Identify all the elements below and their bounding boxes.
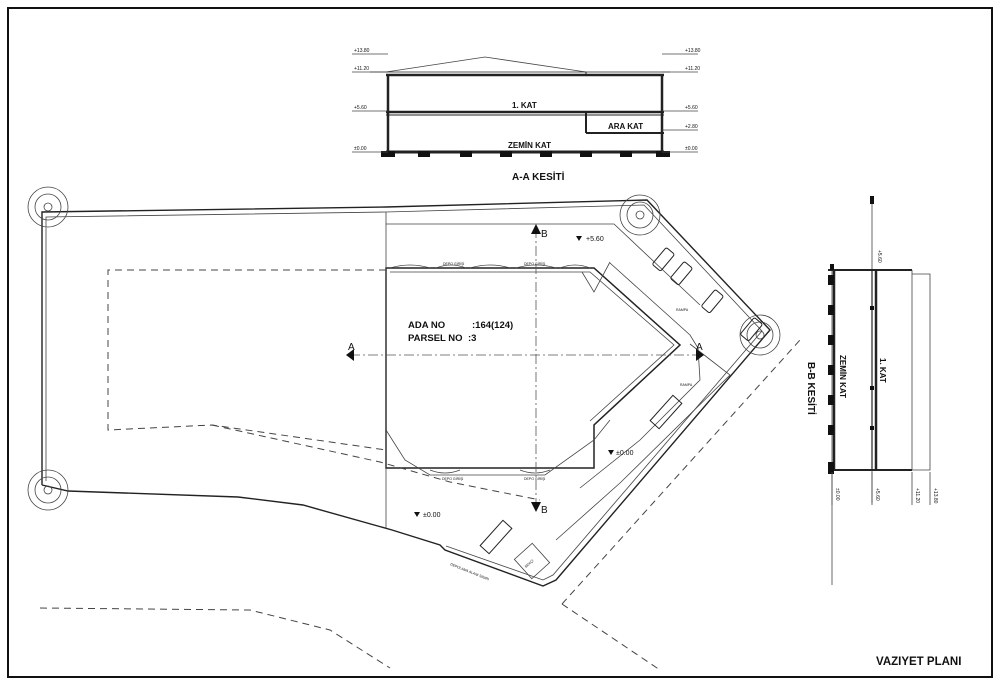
ramp-label: RAMPA <box>680 383 693 387</box>
aa-level-mezz-right: +2.80 <box>685 124 698 130</box>
aa-first-floor-label: 1. KAT <box>512 101 537 110</box>
parsel-no-value: :3 <box>468 333 476 344</box>
ada-no-value: :164(124) <box>472 320 513 331</box>
tree-icon <box>27 186 69 228</box>
section-mark-a-right: A <box>696 342 703 353</box>
aa-level-first-right: +5.60 <box>685 105 698 111</box>
elevation-lower-left: ±0.00 <box>423 512 441 519</box>
section-mark-b-bottom: B <box>541 505 548 516</box>
bb-section-title: B-B KESİTİ <box>805 362 818 415</box>
ada-no-label: ADA NO <box>408 320 445 331</box>
aa-section-title: A-A KESİTİ <box>512 170 565 183</box>
booth-label: BEKÇİ <box>523 558 534 569</box>
aa-level-top-left: +13.80 <box>354 48 370 54</box>
tree-icon <box>27 469 69 511</box>
bb-level-first: +5.60 <box>876 250 882 263</box>
bb-level-first-bottom: +5.60 <box>874 488 880 501</box>
depo-entry-label: DEPO GİRİŞİ <box>442 476 463 481</box>
truck-icon <box>479 394 683 555</box>
aa-level-ground-right: ±0.00 <box>685 146 698 152</box>
aa-mezzanine-label: ARA KAT <box>608 122 643 131</box>
storage-boundary-label: DEPOLAMA ALANI SINIRI <box>450 562 490 581</box>
tree-icon <box>619 194 661 236</box>
depo-entry-label: DEPO GİRİŞİ <box>524 476 545 481</box>
elevation-lower-right: ±0.00 <box>616 450 634 457</box>
aa-level-first-left: +5.60 <box>354 105 367 111</box>
ramp-label: RAMPA <box>676 308 689 312</box>
aa-level-ground-left: ±0.00 <box>354 146 367 152</box>
site-plan: A A B B ADA NO :164(124) PARSEL NO :3 +5… <box>27 186 801 671</box>
aa-ground-floor-label: ZEMİN KAT <box>508 141 551 150</box>
tree-icon <box>739 314 781 356</box>
section-aa: +13.80 +11.20 +5.60 ±0.00 +13.80 +11.20 … <box>352 48 701 183</box>
booth-icon <box>513 542 551 580</box>
section-mark-b-top: B <box>541 229 548 240</box>
section-mark-a-left: A <box>348 342 355 353</box>
bb-ground-floor-label: ZEMİN KAT <box>838 355 847 398</box>
sheet-border <box>7 7 993 678</box>
depo-entry-label: DEPO GİRİŞİ <box>443 261 464 266</box>
aa-level-eave-left: +11.20 <box>354 66 369 72</box>
bb-level-ground: ±0.00 <box>834 488 840 501</box>
elevation-upper: +5.60 <box>586 236 604 243</box>
elevation-marker-icon <box>414 236 614 517</box>
depo-entry-label: DEPO GİRİŞİ <box>524 261 545 266</box>
aa-level-eave-right: +11.20 <box>685 66 700 72</box>
bb-level-top: +13.80 <box>932 488 938 504</box>
bb-first-floor-label: 1. KAT <box>878 358 887 383</box>
section-bb: +5.60 ±0.00 +5.60 +11.20 +13.80 1. KAT Z… <box>805 196 938 585</box>
car-icon <box>652 247 763 341</box>
parsel-no-label: PARSEL NO <box>408 333 463 344</box>
aa-level-top-right: +13.80 <box>685 48 701 54</box>
bb-level-eave: +11.20 <box>914 488 920 503</box>
drawing-title: VAZIYET PLANI <box>876 656 961 668</box>
